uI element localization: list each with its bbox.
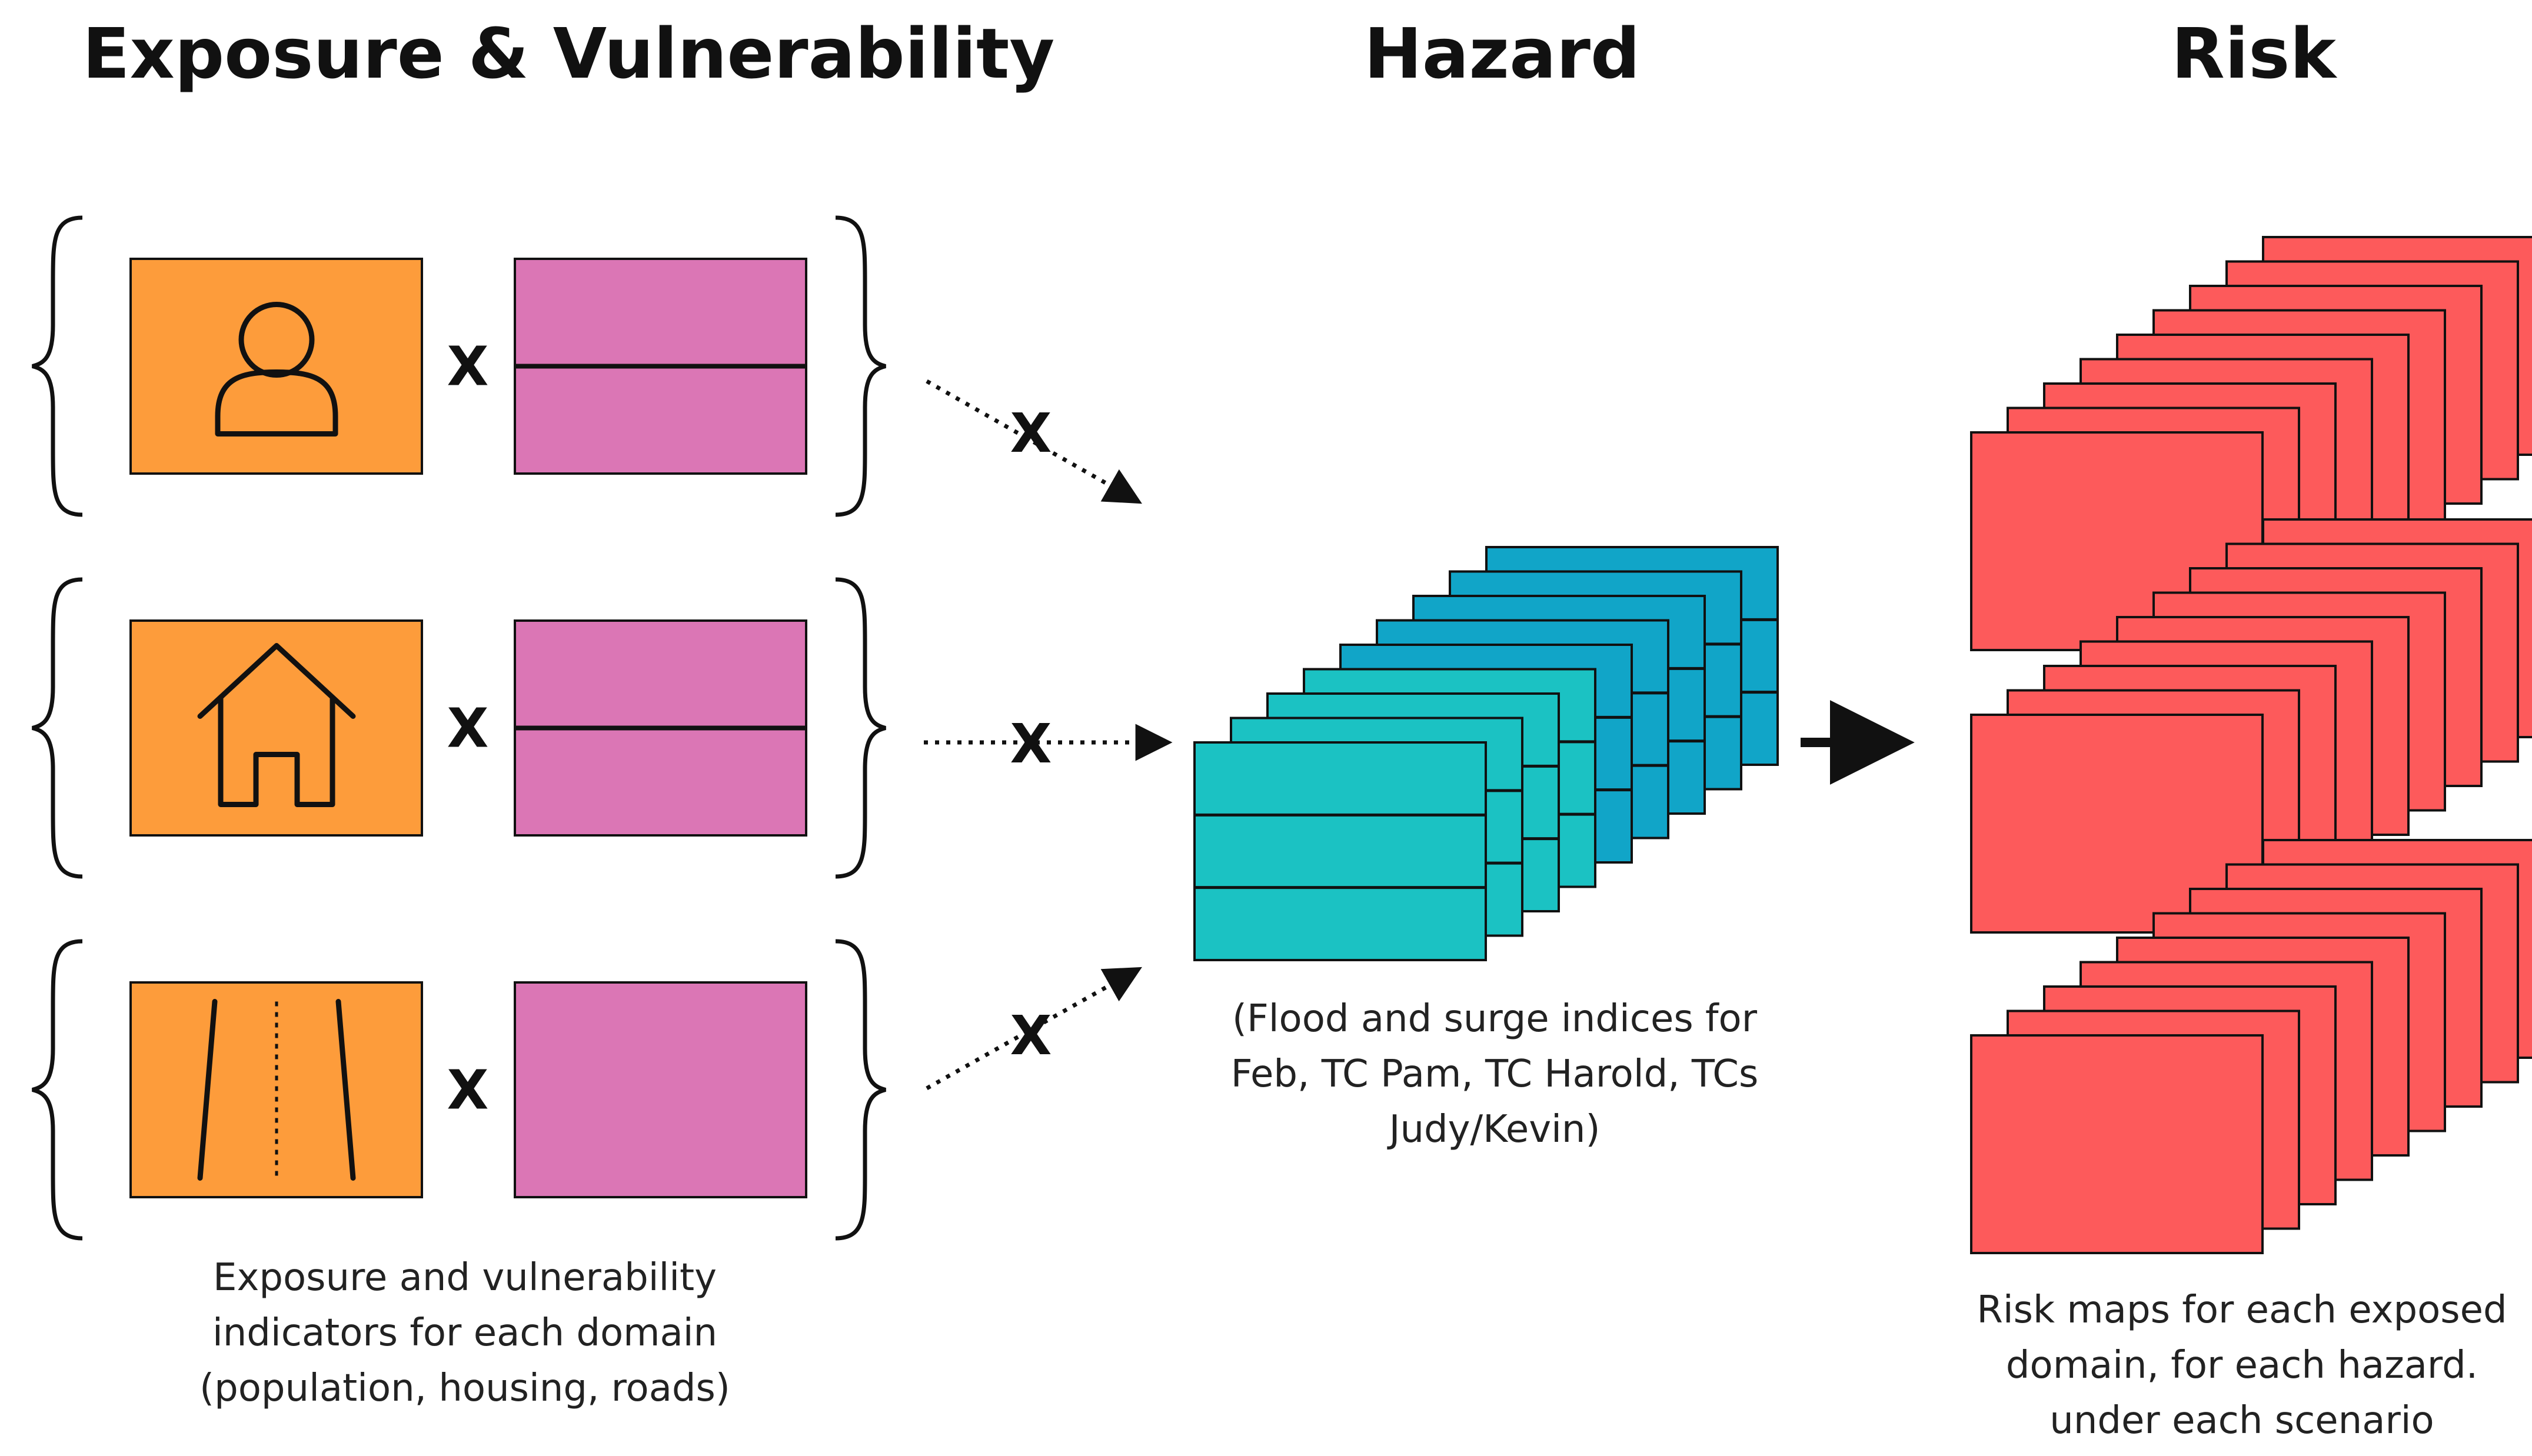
caption-line: under each scenario xyxy=(2049,1399,2434,1442)
exposure-box-housing xyxy=(129,619,423,837)
caption-line: Risk maps for each exposed xyxy=(1977,1288,2507,1332)
vulnerability-box-roads xyxy=(514,981,807,1198)
multiply-symbol: X xyxy=(447,1059,489,1122)
caption-line: indicators for each domain xyxy=(212,1311,718,1355)
heading-hazard: Hazard xyxy=(1364,13,1641,94)
person-body xyxy=(215,369,338,437)
house-walls xyxy=(218,696,335,807)
multiply-symbol: X xyxy=(447,697,489,760)
left-brace xyxy=(32,577,83,879)
caption-hazard: (Flood and surge indices for Feb, TC Pam… xyxy=(1206,991,1783,1157)
risk-map xyxy=(1970,1034,2264,1254)
left-brace xyxy=(32,215,83,517)
hazard-map-stack xyxy=(1193,546,1779,961)
domain-row-housing: X xyxy=(32,577,886,879)
road-edge-right xyxy=(335,999,356,1181)
right-brace xyxy=(835,215,886,517)
hazard-map xyxy=(1193,741,1487,961)
caption-risk: Risk maps for each exposed domain, for e… xyxy=(1954,1282,2530,1448)
domain-row-roads: X xyxy=(32,939,886,1241)
caption-line: (Flood and surge indices for xyxy=(1232,997,1758,1041)
caption-exposure: Exposure and vulnerability indicators fo… xyxy=(177,1250,753,1416)
risk-map-stack xyxy=(1970,236,2532,1254)
risk-map-group xyxy=(1970,839,2532,1254)
road-icon xyxy=(197,999,356,1181)
caption-line: Exposure and vulnerability xyxy=(213,1256,717,1300)
exposure-box-population xyxy=(129,258,423,475)
road-edge-left xyxy=(197,999,218,1181)
caption-line: Judy/Kevin) xyxy=(1389,1108,1601,1151)
heading-exposure-vulnerability: Exposure & Vulnerability xyxy=(82,13,1055,94)
caption-line: (population, housing, roads) xyxy=(199,1367,730,1410)
connector-arrows: X X X xyxy=(924,379,1915,1091)
hazard-map-layer xyxy=(1193,741,1487,961)
domain-row-population: X xyxy=(32,215,886,517)
left-brace xyxy=(32,939,83,1241)
caption-line: Feb, TC Pam, TC Harold, TCs xyxy=(1230,1052,1759,1096)
heading-risk: Risk xyxy=(2171,13,2337,94)
house-icon xyxy=(197,643,356,807)
person-head xyxy=(238,302,315,378)
multiply-symbol: X xyxy=(1010,402,1052,465)
multiply-symbol: X xyxy=(447,335,489,398)
caption-line: domain, for each hazard. xyxy=(2005,1344,2478,1387)
house-roof xyxy=(197,643,356,719)
right-brace xyxy=(835,939,886,1241)
exposure-vulnerability-rows: X X X xyxy=(32,215,886,1241)
multiply-symbol: X xyxy=(1010,712,1052,775)
right-brace xyxy=(835,577,886,879)
person-icon xyxy=(215,302,338,437)
multiply-symbol: X xyxy=(1010,1004,1052,1067)
